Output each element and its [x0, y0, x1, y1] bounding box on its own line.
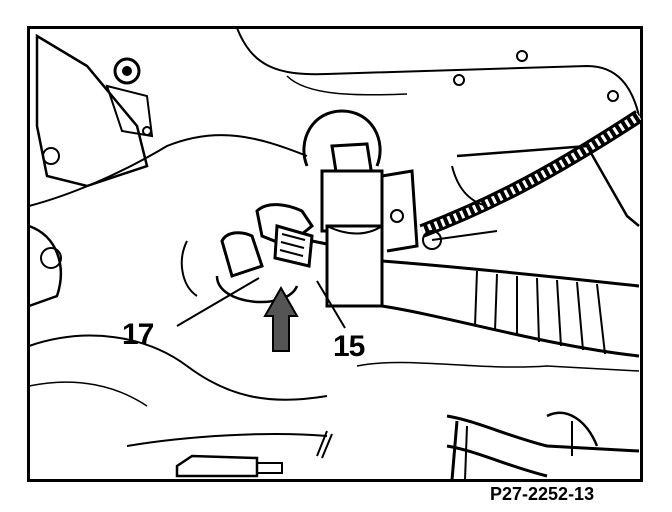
- body-panel-line: [236, 27, 640, 117]
- lower-fitting: [175, 454, 259, 478]
- mount-boss: [302, 109, 382, 167]
- indicator-arrow: [263, 285, 299, 352]
- bracket-bushing: [113, 57, 141, 85]
- figure-code: P27-2252-13: [490, 484, 595, 504]
- conduit-clip: [422, 230, 442, 250]
- lower-contour: [28, 334, 328, 401]
- illustration-frame: [27, 26, 643, 482]
- leader-line-17: [176, 277, 260, 327]
- right-housing: [456, 144, 640, 227]
- hose-lower-edge: [381, 304, 640, 358]
- left-housing: [28, 224, 62, 308]
- bracket-bolt: [42, 147, 60, 165]
- engine-bay-illustration: [27, 26, 643, 482]
- bolt-hole: [516, 50, 528, 62]
- pipe-stub: [215, 275, 299, 304]
- leader-line-15: [316, 280, 346, 329]
- hose-upper-edge: [381, 259, 640, 288]
- callout-15: 15: [333, 330, 365, 363]
- fitting-lower: [325, 224, 384, 308]
- callout-17: 17: [122, 318, 154, 351]
- lower-hose: [446, 414, 640, 453]
- bolt-hole: [453, 74, 465, 86]
- left-bracket: [35, 33, 149, 188]
- side-tab: [381, 169, 419, 253]
- bolt-hole: [607, 90, 619, 102]
- hose-end: [220, 231, 264, 278]
- fitting-upper: [320, 169, 384, 233]
